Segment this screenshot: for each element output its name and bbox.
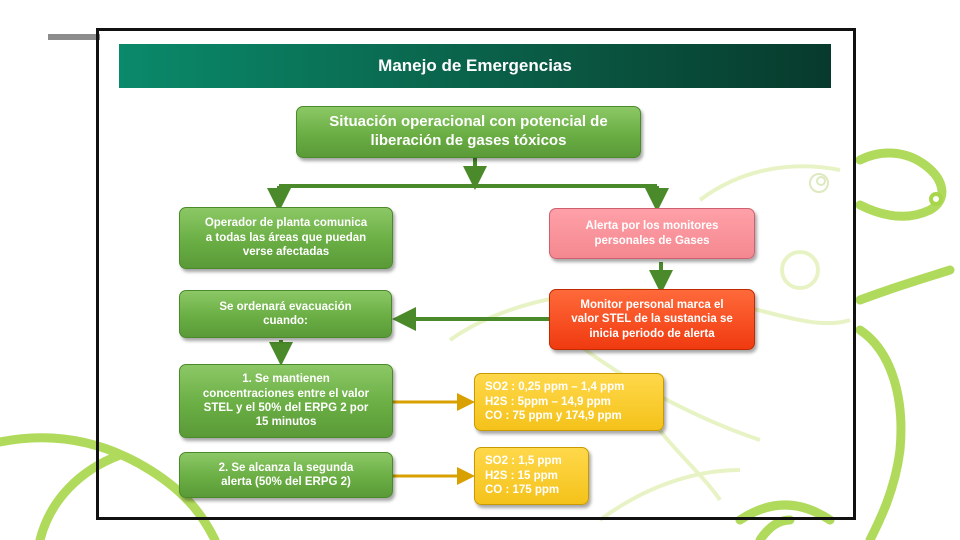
box-condition-2-text: 2. Se alcanza la segunda alerta (50% del… [218,461,354,488]
box-thresholds-1-text: SO2 : 0,25 ppm – 1,4 ppm H2S : 5ppm – 14… [485,381,625,423]
slide-frame [96,28,856,520]
box-thresholds-2: SO2 : 1,5 ppm H2S : 15 ppm CO : 175 ppm [474,447,589,505]
slide-title: Manejo de Emergencias [119,44,831,88]
box-condition-1-text: 1. Se mantienen concentraciones entre el… [202,373,370,429]
box-gas-monitor-alert-text: Alerta por los monitores personales de G… [585,220,719,247]
decorative-gray-bar [48,34,100,40]
box-thresholds-2-text: SO2 : 1,5 ppm H2S : 15 ppm CO : 175 ppm [485,455,562,497]
box-operational-situation-text: Situación operacional con potencial de l… [329,113,608,149]
box-condition-1: 1. Se mantienen concentraciones entre el… [179,364,393,438]
box-personal-monitor-stel: Monitor personal marca el valor STEL de … [549,289,755,350]
box-operator-communicates-text: Operador de planta comunica a todas las … [204,217,368,259]
box-evacuation-order-text: Se ordenará evacuación cuando: [219,300,352,327]
box-thresholds-1: SO2 : 0,25 ppm – 1,4 ppm H2S : 5ppm – 14… [474,373,664,431]
box-operator-communicates: Operador de planta comunica a todas las … [179,207,393,269]
box-condition-2: 2. Se alcanza la segunda alerta (50% del… [179,452,393,498]
box-operational-situation: Situación operacional con potencial de l… [296,106,641,158]
box-evacuation-order: Se ordenará evacuación cuando: [179,290,392,338]
box-personal-monitor-stel-text: Monitor personal marca el valor STEL de … [571,298,733,340]
box-gas-monitor-alert: Alerta por los monitores personales de G… [549,208,755,259]
